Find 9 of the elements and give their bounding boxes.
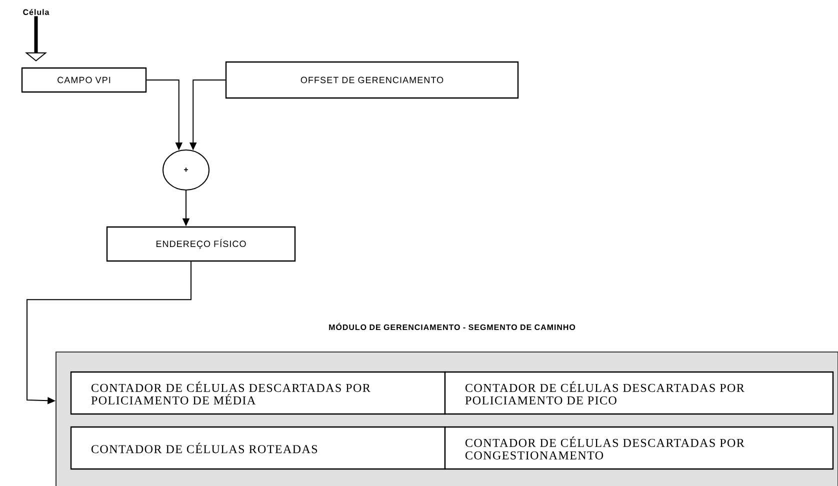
process-box: ENDEREÇO FÍSICO (106, 226, 296, 262)
counter-cell: CONTADOR DE CÉLULAS DESCARTADAS POR POLICIAMENTO DE MÉDIA (70, 371, 446, 415)
process-box: OFFSET DE GERENCIAMENTO (225, 61, 519, 99)
process-box: CAMPO VPI (21, 67, 147, 93)
input-label: Célula (23, 9, 50, 15)
counter-cell: CONTADOR DE CÉLULAS DESCARTADAS POR POLICIAMENTO DE PICO (444, 371, 834, 415)
node-label: MÓDULO DE GERENCIAMENTO - SEGMENTO DE CAMINHO (329, 322, 576, 330)
counter-cell: CONTADOR DE CÉLULAS DESCARTADAS POR CONGESTIONAMENTO (444, 426, 834, 470)
counter-cell: CONTADOR DE CÉLULAS ROTEADAS (70, 426, 446, 470)
